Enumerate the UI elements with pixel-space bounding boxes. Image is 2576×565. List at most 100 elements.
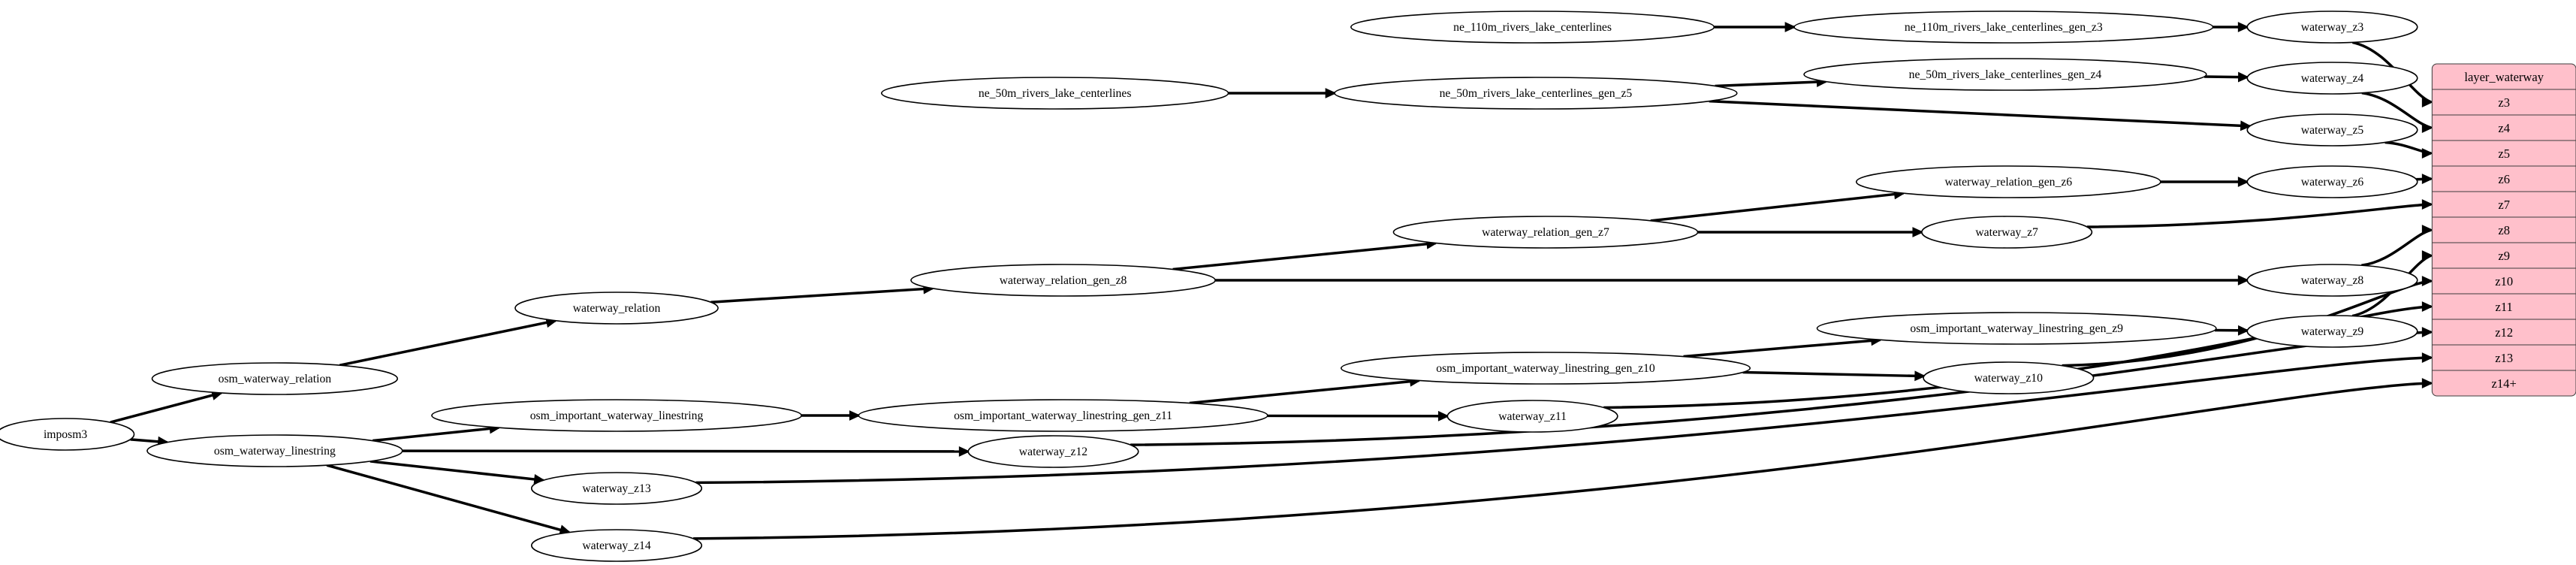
edge-arrowhead <box>2421 250 2433 261</box>
graph-node-ne_50m_rivers_lake_centerlines_gen_z5[interactable]: ne_50m_rivers_lake_centerlines_gen_z5 <box>1335 77 1737 109</box>
graph-edge <box>326 464 572 535</box>
node-shape[interactable] <box>882 77 1229 109</box>
graph-edge <box>2361 91 2433 133</box>
node-shape[interactable] <box>1351 11 1714 43</box>
node-shape[interactable] <box>1447 400 1617 432</box>
node-shape[interactable] <box>1922 216 2092 248</box>
graph-node-osm_waterway_relation[interactable]: osm_waterway_relation <box>152 363 398 394</box>
graph-node-waterway_relation_gen_z6[interactable]: waterway_relation_gen_z6 <box>1857 166 2161 198</box>
graph-edge <box>1683 335 1883 358</box>
graph-node-waterway_z4[interactable]: waterway_z4 <box>2247 62 2417 94</box>
edge-line <box>710 287 934 304</box>
layer-table-row-z3[interactable] <box>2432 89 2576 115</box>
graph-node-osm_important_waterway_linestring_gen_z9[interactable]: osm_important_waterway_linestring_gen_z9 <box>1817 313 2216 344</box>
edge-line <box>1709 99 2250 128</box>
node-shape[interactable] <box>2247 62 2417 94</box>
node-shape[interactable] <box>152 363 398 394</box>
graph-node-waterway_z11[interactable]: waterway_z11 <box>1447 400 1617 432</box>
node-shape[interactable] <box>2247 166 2417 198</box>
node-shape[interactable] <box>0 418 134 450</box>
node-shape[interactable] <box>1335 77 1737 109</box>
node-shape[interactable] <box>532 530 701 561</box>
graph-node-waterway_relation_gen_z7[interactable]: waterway_relation_gen_z7 <box>1393 216 1697 248</box>
layer-table-row-z12[interactable] <box>2432 319 2576 345</box>
edge-line <box>695 356 2432 485</box>
graph-edge <box>370 460 546 485</box>
graph-node-waterway_z3[interactable]: waterway_z3 <box>2247 11 2417 43</box>
node-shape[interactable] <box>2247 316 2417 347</box>
edge-line <box>370 460 544 482</box>
node-shape[interactable] <box>2247 264 2417 296</box>
node-shape[interactable] <box>2247 11 2417 43</box>
graph-node-osm_important_waterway_linestring_gen_z10[interactable]: osm_important_waterway_linestring_gen_z1… <box>1341 352 1750 384</box>
graph-node-waterway_relation_gen_z8[interactable]: waterway_relation_gen_z8 <box>911 264 1215 296</box>
graph-node-ne_110m_rivers_lake_centerlines_gen_z3[interactable]: ne_110m_rivers_lake_centerlines_gen_z3 <box>1794 11 2213 43</box>
graph-node-imposm3[interactable]: imposm3 <box>0 418 134 450</box>
graph-node-waterway_relation[interactable]: waterway_relation <box>515 292 718 324</box>
node-shape[interactable] <box>1393 216 1697 248</box>
node-shape[interactable] <box>515 292 718 324</box>
graph-edge <box>1650 189 1906 222</box>
edge-line <box>1603 305 2432 409</box>
layer-table-row-z8[interactable] <box>2432 217 2576 243</box>
node-shape[interactable] <box>1341 352 1750 384</box>
graph-edge <box>801 410 861 421</box>
node-shape[interactable] <box>1923 362 2093 394</box>
node-shape[interactable] <box>432 400 801 431</box>
edge-arrowhead <box>1437 410 1449 421</box>
layer-table-row-z6[interactable] <box>2432 166 2576 192</box>
graph-node-waterway_z14[interactable]: waterway_z14 <box>532 530 701 561</box>
nodes-layer: imposm3 osm_waterway_relation osm_waterway… <box>0 11 2418 561</box>
node-shape[interactable] <box>1804 59 2206 90</box>
layer-table-row-z13[interactable] <box>2432 345 2576 370</box>
layer-table-row-z14+[interactable] <box>2432 370 2576 396</box>
graph-node-waterway_z10[interactable]: waterway_z10 <box>1923 362 2093 394</box>
edge-line <box>402 449 969 453</box>
node-shape[interactable] <box>147 435 403 467</box>
graph-node-waterway_z13[interactable]: waterway_z13 <box>532 473 701 504</box>
edge-arrowhead <box>1784 22 1796 32</box>
graph-node-waterway_z9[interactable]: waterway_z9 <box>2247 316 2417 347</box>
node-shape[interactable] <box>2247 114 2417 146</box>
graph-edge <box>1228 88 1337 98</box>
node-shape[interactable] <box>1817 313 2216 344</box>
graph-node-waterway_z7[interactable]: waterway_z7 <box>1922 216 2092 248</box>
graph-edge <box>373 423 501 443</box>
edge-arrowhead <box>2237 71 2250 83</box>
edge-line <box>110 391 222 424</box>
graph-edge <box>1172 238 1438 271</box>
graph-node-osm_important_waterway_linestring_gen_z11[interactable]: osm_important_waterway_linestring_gen_z1… <box>858 400 1267 431</box>
layer-table-row-z9[interactable] <box>2432 243 2576 268</box>
edge-line <box>339 319 557 367</box>
node-shape[interactable] <box>911 264 1215 296</box>
graph-node-ne_50m_rivers_lake_centerlines[interactable]: ne_50m_rivers_lake_centerlines <box>882 77 1229 109</box>
node-shape[interactable] <box>858 400 1267 431</box>
graph-edge <box>693 378 2433 540</box>
graph-node-waterway_z5[interactable]: waterway_z5 <box>2247 114 2417 146</box>
graph-node-waterway_z12[interactable]: waterway_z12 <box>968 436 1138 467</box>
layer-table-row-z7[interactable] <box>2432 192 2576 217</box>
graph-node-ne_50m_rivers_lake_centerlines_gen_z4[interactable]: ne_50m_rivers_lake_centerlines_gen_z4 <box>1804 59 2206 90</box>
graph-node-ne_110m_rivers_lake_centerlines[interactable]: ne_110m_rivers_lake_centerlines <box>1351 11 1714 43</box>
graph-node-waterway_z6[interactable]: waterway_z6 <box>2247 166 2417 198</box>
graph-node-osm_waterway_linestring[interactable]: osm_waterway_linestring <box>147 435 403 467</box>
layer-table-row-z10[interactable] <box>2432 268 2576 294</box>
graph-edge <box>2361 225 2433 267</box>
node-shape[interactable] <box>1857 166 2161 198</box>
edge-line <box>1172 241 1437 271</box>
layer-table-row-z11[interactable] <box>2432 294 2576 319</box>
graph-edge <box>2213 22 2249 32</box>
graph-edge <box>2214 325 2250 336</box>
node-shape[interactable] <box>968 436 1138 467</box>
edge-line <box>2086 203 2432 228</box>
layer-table-row-z4[interactable] <box>2432 115 2576 140</box>
graph-node-waterway_z8[interactable]: waterway_z8 <box>2247 264 2417 296</box>
node-shape[interactable] <box>1794 11 2213 43</box>
edge-arrowhead <box>1912 227 1924 237</box>
edge-arrowhead <box>2421 327 2433 337</box>
node-shape[interactable] <box>532 473 701 504</box>
graph-node-osm_important_waterway_linestring[interactable]: osm_important_waterway_linestring <box>432 400 801 431</box>
layer-table-row-z5[interactable] <box>2432 140 2576 166</box>
